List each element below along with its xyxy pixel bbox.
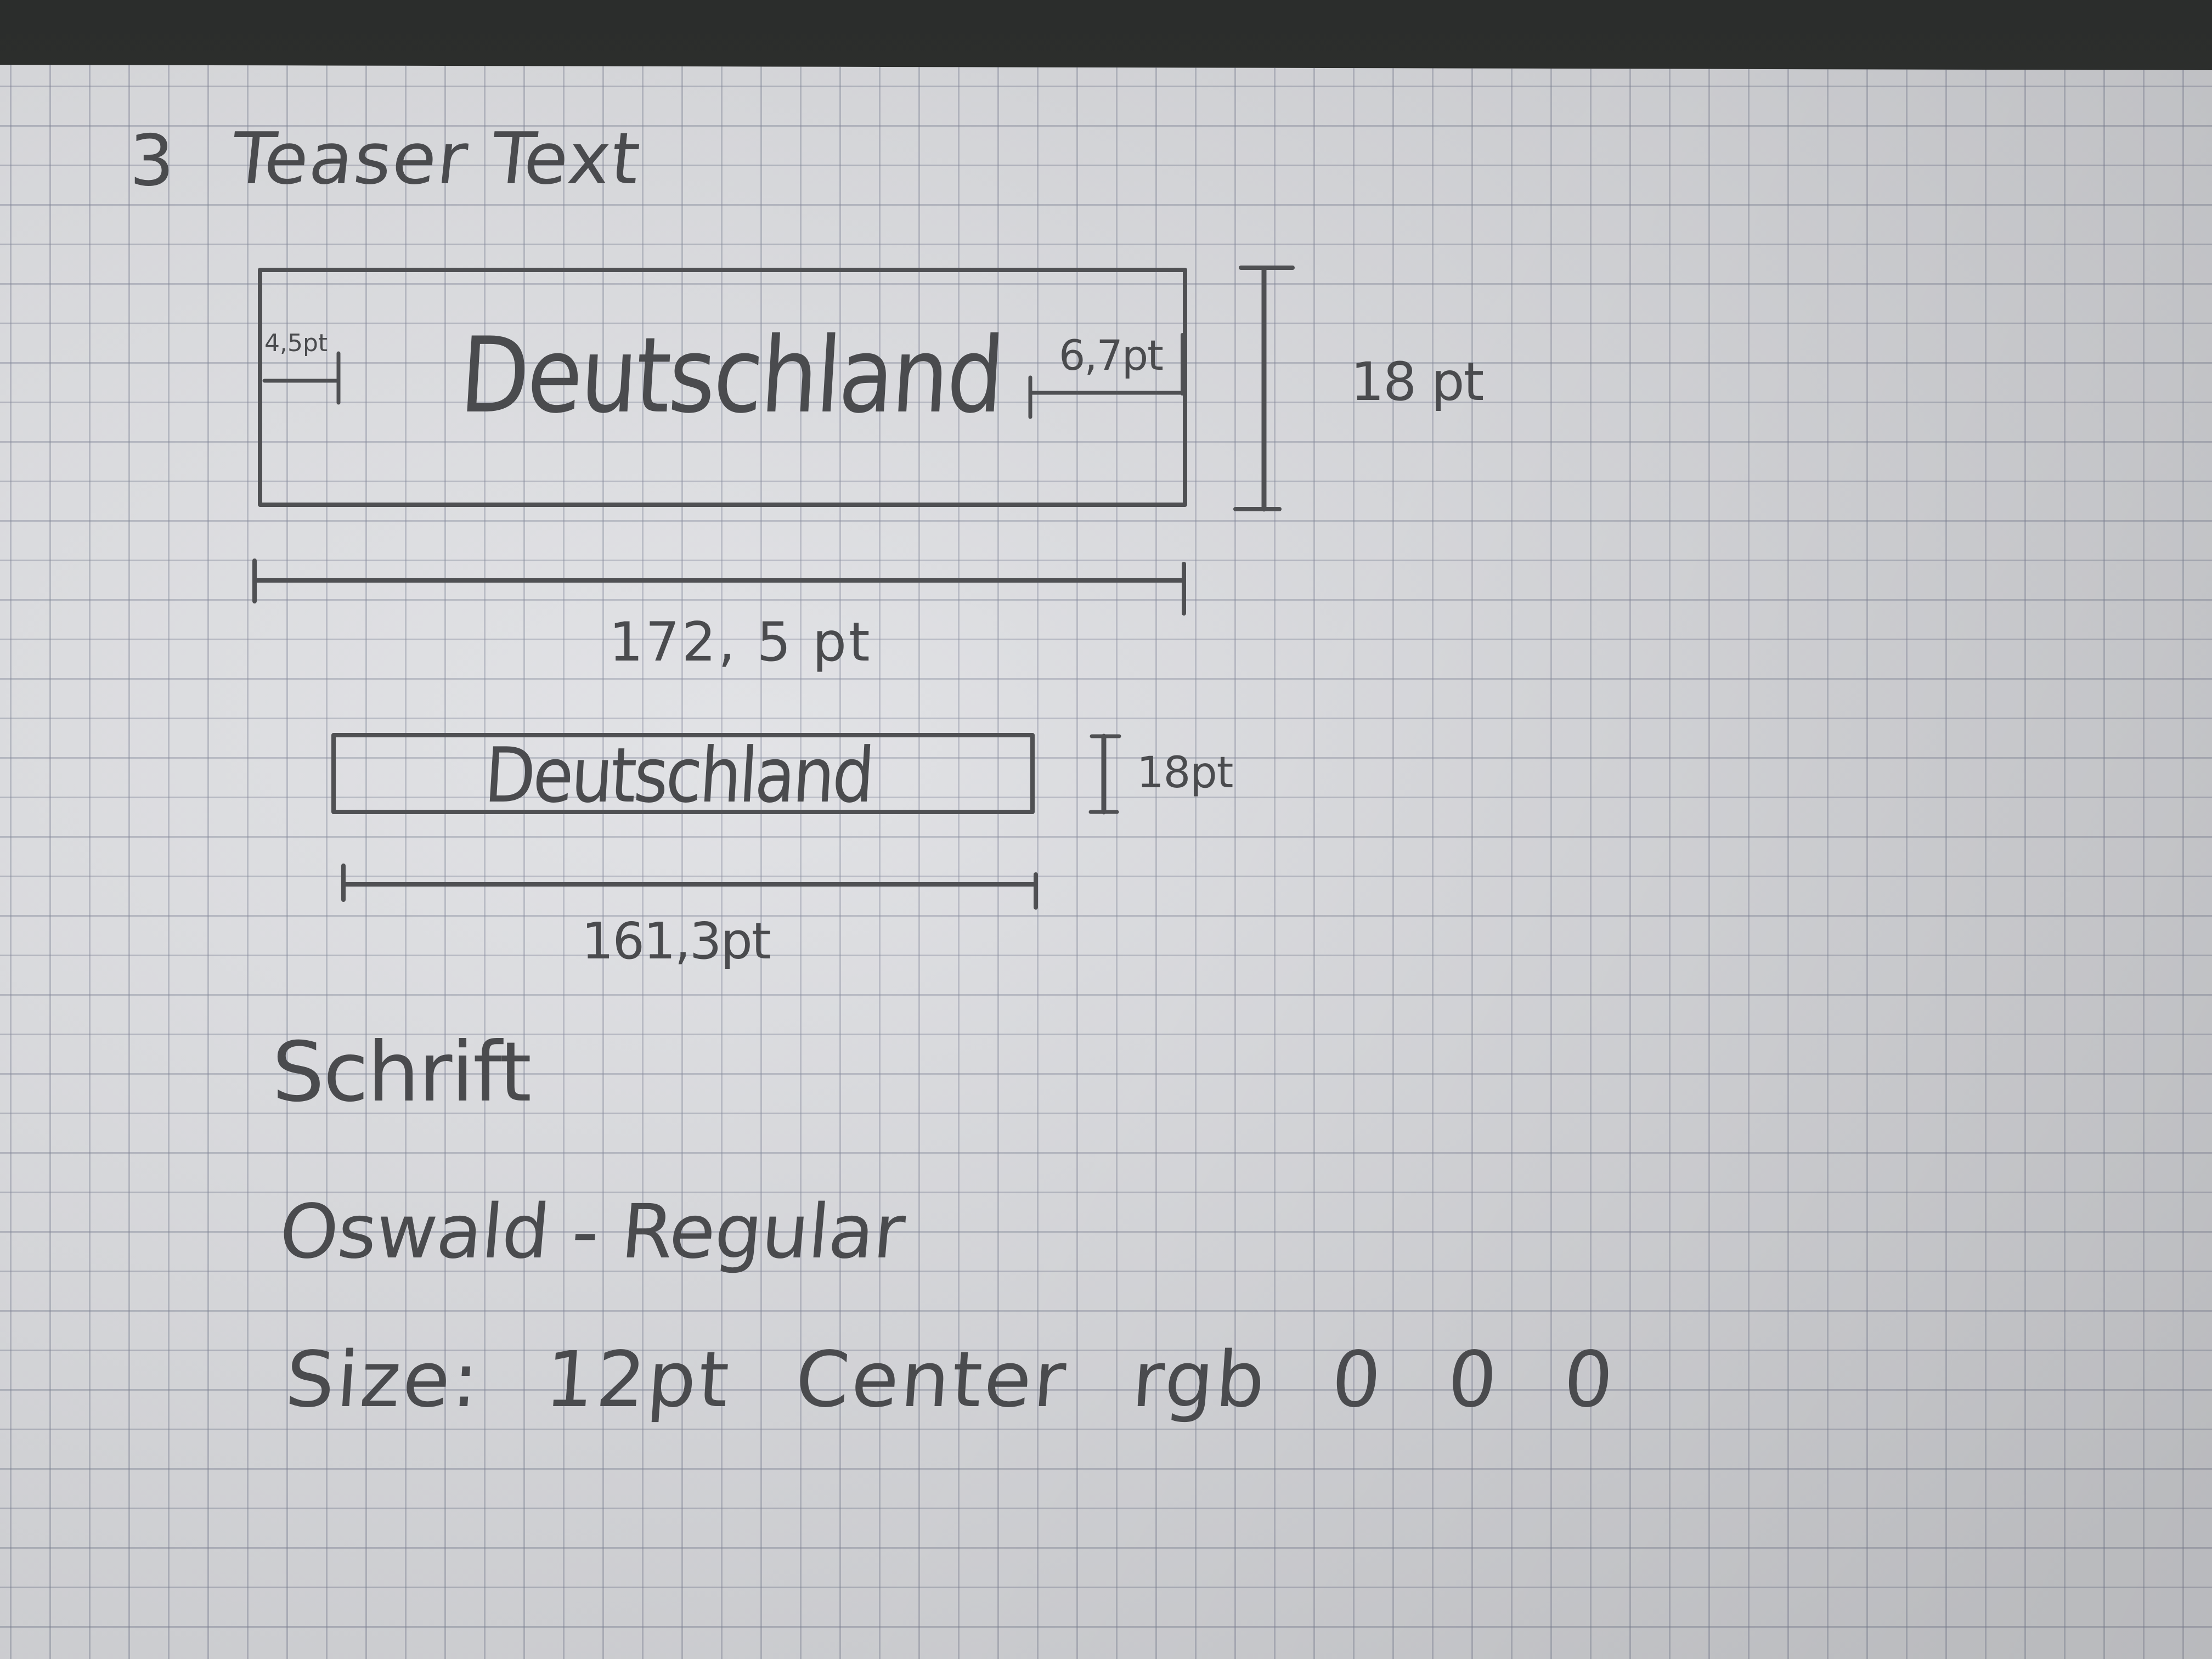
teaser-box-width-label: 172, 5 pt [609, 611, 872, 674]
teaser-box-height-label: 18 pt [1351, 351, 1484, 413]
section-title: Teaser Text [228, 117, 645, 200]
font-heading: Schrift [272, 1025, 532, 1120]
left-padding-label: 4,5pt [264, 329, 328, 357]
text-box-label: Deutschland [482, 731, 875, 820]
font-specifications: Size: 12pt Center rgb 0 0 0 [283, 1335, 1618, 1425]
section-number: 3 [129, 120, 176, 202]
teaser-box-label: Deutschland [456, 315, 1006, 436]
right-padding-label: 6,7pt [1059, 331, 1164, 380]
font-name: Oswald - Regular [276, 1189, 908, 1276]
text-box-width-label: 161,3pt [582, 912, 771, 970]
text-box-height-label: 18pt [1137, 748, 1233, 798]
